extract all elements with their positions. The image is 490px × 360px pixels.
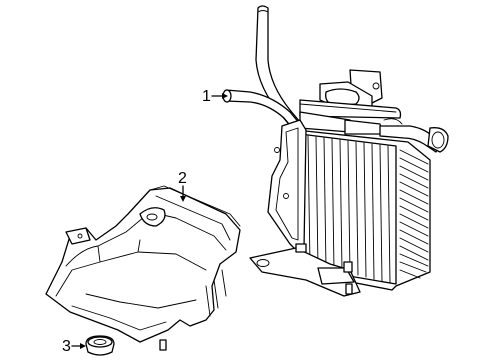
cooler-fins <box>307 135 391 284</box>
callout-1-number: 1 <box>202 88 211 105</box>
oil-cooler-assembly <box>222 5 449 297</box>
oil-cooler-shield <box>45 185 241 351</box>
callout-1: 1 <box>202 88 228 105</box>
callout-3-number: 3 <box>62 338 71 355</box>
callout-3: 3 <box>62 338 86 355</box>
callout-2: 2 <box>178 170 187 202</box>
grommet <box>85 335 115 356</box>
cooler-side-fins <box>399 149 429 279</box>
callout-2-number: 2 <box>178 170 187 187</box>
